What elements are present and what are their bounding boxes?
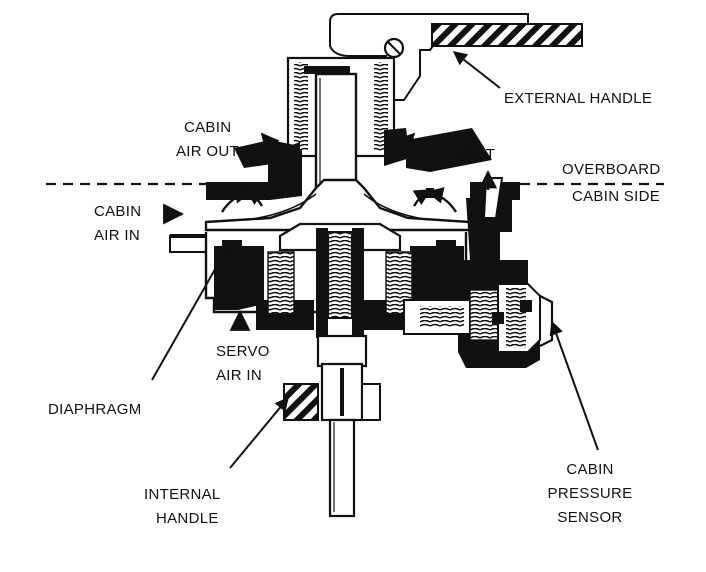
leader-lines xyxy=(151,51,599,469)
label-cabin-pressure-sensor-3: SENSOR xyxy=(557,509,622,526)
label-cabin-air-in-1: CABIN xyxy=(94,203,141,220)
label-servo-air-in-2: AIR IN xyxy=(216,367,262,384)
label-cabin-pressure-sensor-2: PRESSURE xyxy=(548,485,633,502)
label-diaphragm: DIAPHRAGM xyxy=(48,401,142,418)
label-cabin-air-in-2: AIR IN xyxy=(94,227,140,244)
valve-body-upper xyxy=(206,128,520,200)
external-handle xyxy=(329,13,583,101)
label-internal-handle-2: HANDLE xyxy=(156,510,219,527)
pressure-sensor-assembly xyxy=(403,177,554,368)
internal-handle-shaft xyxy=(283,334,381,518)
label-internal-handle-1: INTERNAL xyxy=(144,486,221,503)
spring-housing xyxy=(286,56,396,216)
air-flow-arrows xyxy=(163,132,498,331)
label-cabin-air-out-1: CABIN xyxy=(184,119,231,136)
label-vent: VENT xyxy=(454,146,495,163)
label-cabin-pressure-sensor-1: CABIN xyxy=(566,461,613,478)
label-servo-air-in-1: SERVO xyxy=(216,343,270,360)
label-cabin-air-out-2: AIR OUT xyxy=(176,143,239,160)
label-external-handle: EXTERNAL HANDLE xyxy=(504,90,652,107)
label-overboard: OVERBOARD xyxy=(562,161,661,178)
label-cabin-side: CABIN SIDE xyxy=(572,188,660,205)
